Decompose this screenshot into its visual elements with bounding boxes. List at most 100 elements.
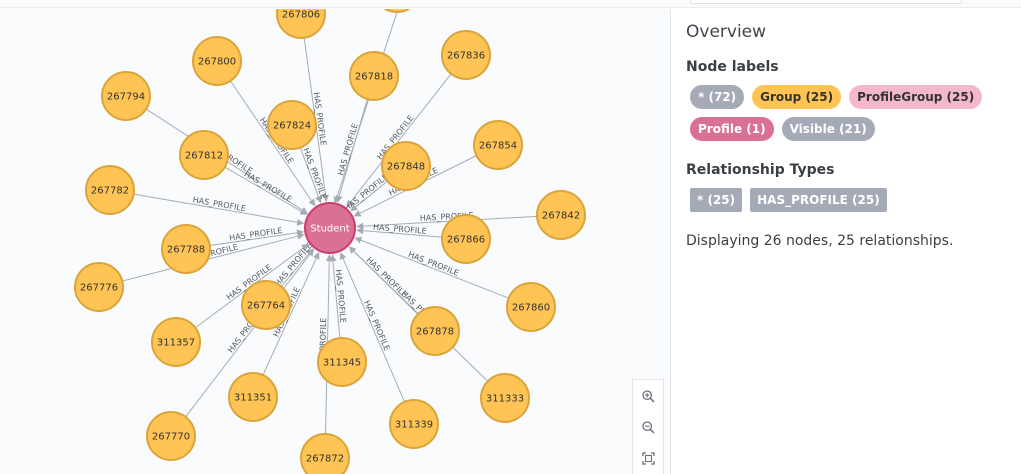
relationship-types-list: * (25) HAS_PROFILE (25) — [690, 188, 1020, 212]
relationship-edge[interactable] — [329, 254, 341, 339]
relationship-label: HAS_PROFILE — [362, 299, 391, 352]
group-node-label: 311351 — [234, 393, 272, 404]
group-node[interactable] — [300, 433, 350, 474]
group-node[interactable] — [410, 306, 460, 356]
relationship-edge[interactable] — [356, 227, 443, 238]
group-node[interactable] — [480, 373, 530, 423]
zoom-in-button[interactable] — [633, 380, 663, 411]
group-node[interactable] — [506, 282, 556, 332]
zoom-out-icon — [642, 421, 655, 434]
relationship-types-heading: Relationship Types — [686, 162, 835, 178]
relationship-label: HAS_PROFILE — [318, 317, 328, 371]
relationship-type-tag[interactable]: * (25) — [690, 188, 743, 212]
group-node-label: 267854 — [479, 141, 517, 152]
group-node[interactable] — [276, 9, 326, 39]
zoom-out-button[interactable] — [633, 411, 663, 442]
relationship-edge[interactable] — [185, 248, 315, 418]
relationship-edge[interactable] — [224, 166, 308, 215]
group-node[interactable] — [473, 120, 523, 170]
top-toolbar — [0, 0, 1021, 8]
group-node[interactable] — [441, 30, 491, 80]
graph-summary: Displaying 26 nodes, 25 relationships. — [686, 233, 954, 249]
relationship-edge[interactable] — [122, 232, 305, 282]
group-node-label: 267782 — [91, 186, 129, 197]
relationship-type-tag[interactable]: HAS_PROFILE (25) — [750, 188, 887, 212]
group-node[interactable] — [317, 337, 367, 387]
group-node[interactable] — [74, 262, 124, 312]
group-node[interactable] — [85, 165, 135, 215]
fit-to-screen-button[interactable] — [633, 442, 663, 473]
group-node-label: 267842 — [542, 211, 580, 222]
node-label-pill[interactable]: Group (25) — [752, 85, 842, 109]
group-node-label: 267800 — [198, 57, 236, 68]
relationship-label: HAS_PROFILE — [420, 211, 474, 223]
group-node-label: 311339 — [395, 420, 433, 431]
relationship-edge[interactable] — [230, 80, 316, 207]
group-node-offscreen[interactable] — [373, 9, 421, 13]
group-node-label: 267836 — [447, 51, 485, 62]
fit-icon — [642, 452, 655, 465]
relationship-label: HAS_PROFILE — [373, 222, 427, 235]
group-node[interactable] — [241, 280, 291, 330]
group-node[interactable] — [441, 214, 491, 264]
node-label-pill[interactable]: * (72) — [690, 85, 745, 109]
overview-panel: Overview Node labels * (72) Group (25) Pro… — [671, 9, 1021, 474]
node-label-pill[interactable]: Profile (1) — [690, 117, 774, 141]
group-node-label: 267806 — [282, 10, 320, 21]
graph-nodes: 2678062678002678182678362677942678242678… — [74, 9, 586, 474]
group-node[interactable] — [536, 190, 586, 240]
relationship-edge[interactable] — [346, 73, 452, 208]
group-node-label: 267818 — [355, 72, 393, 83]
group-node[interactable] — [101, 71, 151, 121]
group-node[interactable] — [267, 100, 317, 150]
zoom-controls — [632, 379, 664, 474]
relationship-edge[interactable] — [354, 236, 509, 299]
group-node[interactable] — [179, 130, 229, 180]
group-node[interactable] — [228, 372, 278, 422]
group-node-label: 267776 — [80, 283, 118, 294]
node-labels-list: * (72) Group (25) ProfileGroup (25) Profile… — [690, 85, 1020, 141]
relationship-edge[interactable] — [339, 252, 406, 403]
relationship-edge[interactable] — [333, 11, 398, 204]
group-node[interactable] — [381, 141, 431, 191]
node-label-pill[interactable]: ProfileGroup (25) — [849, 85, 983, 109]
relationship-label: HAS_PROFILE — [336, 122, 360, 176]
group-node[interactable] — [161, 224, 211, 274]
group-node[interactable] — [146, 411, 196, 461]
group-node-label: 267764 — [247, 301, 285, 312]
group-node[interactable] — [192, 36, 242, 86]
relationship-edge[interactable] — [299, 147, 322, 204]
group-node[interactable] — [389, 399, 439, 449]
group-node-label: 267878 — [416, 327, 454, 338]
group-node-label: 267788 — [167, 245, 205, 256]
relationship-edge[interactable] — [133, 193, 305, 226]
relationship-edge[interactable] — [335, 98, 368, 203]
group-node-label: 267860 — [512, 303, 550, 314]
student-profile-node[interactable] — [304, 202, 356, 254]
group-node-label: 267812 — [185, 151, 223, 162]
query-editor-field[interactable] — [690, 0, 962, 4]
group-node[interactable] — [349, 51, 399, 101]
group-node-label: 267770 — [152, 432, 190, 443]
relationship-label: HAS_PROFILE — [229, 226, 283, 243]
relationship-label: HAS_PROFILE — [273, 241, 314, 288]
relationship-edge[interactable] — [350, 180, 388, 212]
relationship-edge[interactable] — [209, 229, 304, 247]
relationship-label: HAS_PROFILE — [192, 195, 246, 213]
group-node-label: 267872 — [306, 454, 344, 465]
panel-divider[interactable] — [670, 9, 671, 474]
relationship-edge[interactable] — [356, 215, 538, 230]
student-node-label: Student — [310, 224, 349, 235]
relationship-edge[interactable] — [262, 251, 320, 376]
relationship-label: HAS_PROFILE — [343, 172, 390, 213]
group-node-label: 311345 — [323, 358, 361, 369]
group-node-label: 267848 — [387, 162, 425, 173]
group-node[interactable] — [151, 317, 201, 367]
group-node-label: 267866 — [447, 235, 485, 246]
node-label-pill[interactable]: Visible (21) — [781, 117, 875, 141]
overview-title: Overview — [686, 22, 767, 42]
node-labels-heading: Node labels — [686, 59, 779, 75]
group-node-label: 311333 — [486, 394, 524, 405]
